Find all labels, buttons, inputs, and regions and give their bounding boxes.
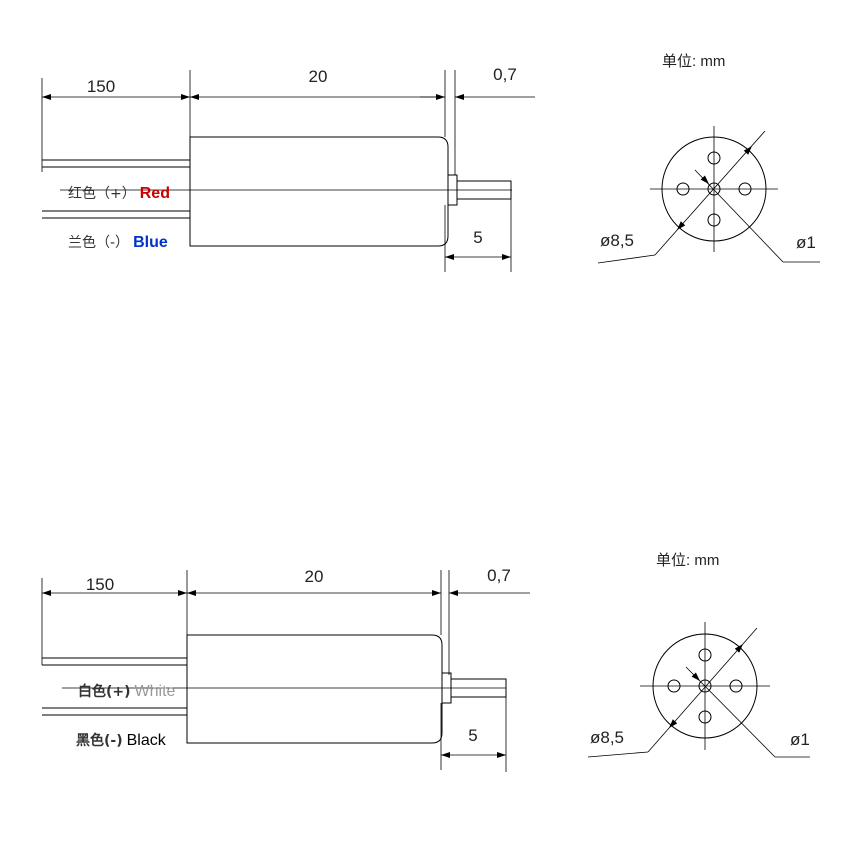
lead-length-label: 150 [86, 575, 114, 594]
lead-label-positive: 白色(+) White [78, 683, 176, 700]
shaft-length-label: 5 [473, 228, 482, 247]
mounting-hole-bottom [698, 710, 712, 724]
lead-label-positive: 红色（+） Red [68, 185, 170, 202]
lead-wire-negative [42, 707, 188, 716]
shaft-diameter-leader [694, 169, 784, 263]
mounting-hole-top [698, 648, 712, 662]
body-length-label: 20 [305, 567, 324, 586]
diameter-label: ø8,5 [590, 728, 624, 747]
lead-label-negative: 黑色(-) Black [76, 732, 167, 749]
end-view-bottom: 单位: mm ø8,5 ø1 [587, 552, 810, 758]
lead-wire-positive [42, 657, 188, 666]
flange-thickness-label: 0,7 [493, 65, 517, 84]
shaft-diameter-label: ø1 [796, 233, 816, 252]
mounting-hole-right [738, 182, 752, 196]
shaft-diameter-label: ø1 [790, 730, 810, 749]
mounting-hole-bottom [707, 213, 721, 227]
shaft-circle [707, 182, 721, 196]
diameter-label: ø8,5 [600, 231, 634, 250]
shaft-diameter-leader [685, 666, 776, 758]
motor-body [186, 634, 443, 744]
unit-label: 单位: mm [656, 552, 719, 569]
mounting-hole-left [676, 182, 690, 196]
shaft-length-label: 5 [468, 726, 477, 745]
motor-body [189, 136, 449, 247]
lead-wire-negative [42, 210, 191, 219]
lead-wire-positive [42, 159, 191, 168]
side-view-bottom: 150 20 0,7 白色(+) White 黑色(-) Black 5 [41, 566, 530, 772]
lead-length-label: 150 [87, 77, 115, 96]
unit-label: 单位: mm [662, 53, 725, 70]
end-view-top: 单位: mm ø8,5 ø1 [597, 53, 820, 264]
mounting-hole-right [729, 679, 743, 693]
mounting-hole-left [667, 679, 681, 693]
shaft-circle [698, 679, 712, 693]
mounting-hole-top [707, 151, 721, 165]
flange-thickness-label: 0,7 [487, 566, 511, 585]
body-length-label: 20 [309, 67, 328, 86]
side-view-top: 150 20 0,7 红色（+） Red 兰色（-） Blue 5 [41, 65, 535, 272]
lead-label-negative: 兰色（-） Blue [68, 234, 168, 251]
